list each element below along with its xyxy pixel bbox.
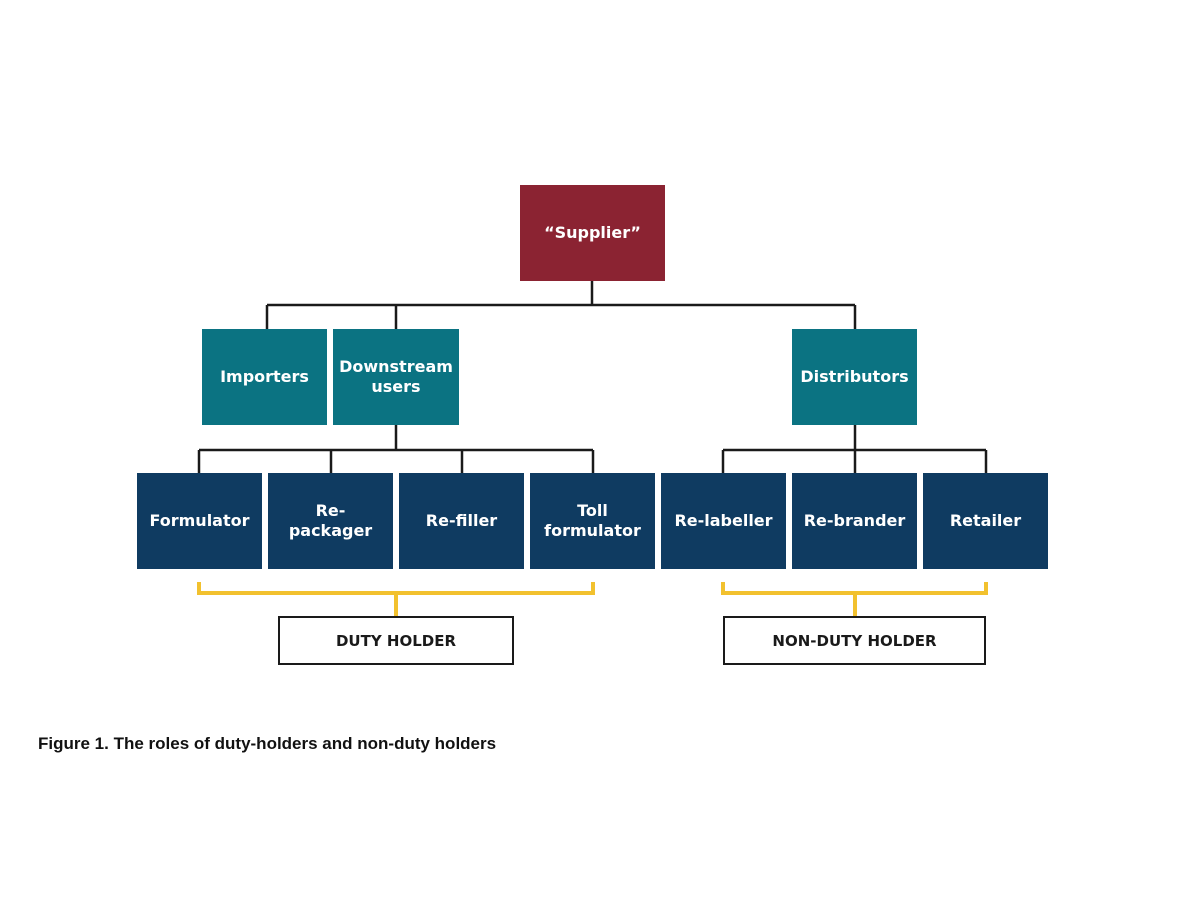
figure-caption: Figure 1. The roles of duty-holders and … [38, 734, 497, 753]
formulator-label: Formulator [149, 511, 250, 530]
toll-formulator-label: Toll formulator [544, 501, 641, 540]
supplier-box: “Supplier” [520, 185, 665, 281]
non-duty-holder-bracket [721, 582, 988, 595]
refiller-label: Re-filler [425, 511, 498, 530]
rebrander-label: Re-brander [803, 511, 906, 530]
duty-holder-label-box: DUTY HOLDER [278, 616, 514, 665]
distributors-box: Distributors [792, 329, 917, 425]
non-duty-holder-label-box: NON-DUTY HOLDER [723, 616, 986, 665]
toll-formulator-box: Toll formulator [530, 473, 655, 569]
importers-label: Importers [220, 367, 309, 386]
refiller-box: Re-filler [399, 473, 524, 569]
downstream-users-box: Downstream users [333, 329, 459, 425]
retailer-box: Retailer [923, 473, 1048, 569]
relabeller-label: Re-labeller [674, 511, 773, 530]
repackager-label: Re-packager [288, 501, 373, 540]
duty-holder-label: DUTY HOLDER [335, 631, 457, 650]
duty-holder-bracket [197, 582, 595, 595]
retailer-label: Retailer [949, 511, 1022, 530]
formulator-box: Formulator [137, 473, 262, 569]
relabeller-box: Re-labeller [661, 473, 786, 569]
importers-box: Importers [202, 329, 327, 425]
supplier-label: “Supplier” [544, 223, 641, 242]
non-duty-holder-label: NON-DUTY HOLDER [772, 631, 937, 650]
repackager-box: Re-packager [268, 473, 393, 569]
distributors-label: Distributors [800, 367, 909, 386]
rebrander-box: Re-brander [792, 473, 917, 569]
downstream-users-label: Downstream users [339, 357, 453, 396]
